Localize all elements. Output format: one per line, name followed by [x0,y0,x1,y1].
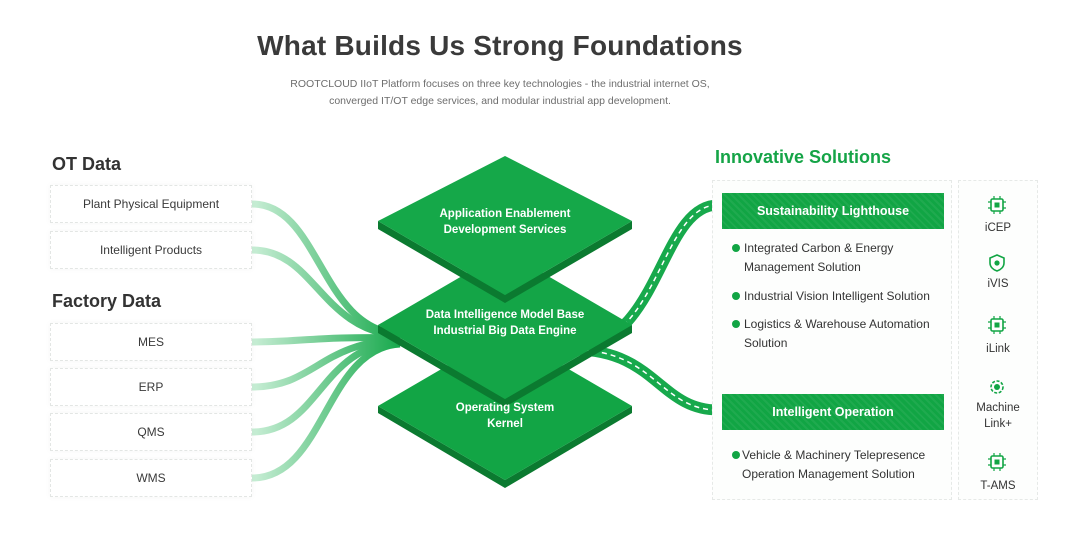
product-label: iVIS [987,278,1009,290]
product-label: iCEP [984,222,1012,234]
solution-group-header: Sustainability Lighthouse [722,193,944,229]
solution-item: Integrated Carbon & Energy Management So… [744,241,894,274]
product-label: T-AMS [980,480,1016,492]
solution-item: Vehicle & Machinery Telepresence Operati… [742,448,926,481]
bullet-icon [732,292,740,300]
flow-line [251,336,401,391]
bullet-icon [732,451,740,459]
flow-line [574,349,719,411]
solution-group-header: Intelligent Operation [722,394,944,430]
subtitle-line-1: ROOTCLOUD IIoT Platform focuses on three… [290,78,710,90]
chip-icon [988,316,1006,334]
page-title: What Builds Us Strong Foundations [257,30,743,61]
products-panel [958,180,1038,500]
layer-middle [378,251,632,399]
factory-item-wms: WMS [50,459,252,497]
layer-bottom-label: Operating System Kernel [455,402,555,430]
flow-line [251,340,401,482]
flow-line [251,334,401,346]
flow-line [251,246,401,340]
solutions-panel [712,180,952,500]
layer-top-label: Application Enablement Development Servi… [439,208,571,236]
shield-icon [989,254,1005,272]
chip-icon [988,196,1006,214]
solution-item: Logistics & Warehouse Automation Solutio… [744,317,930,350]
chip-icon [988,453,1006,471]
layer-middle-label: Data Intelligence Model Base Industrial … [425,309,585,337]
solution-item: Industrial Vision Intelligent Solution [744,289,930,303]
factory-data-heading: Factory Data [52,291,162,311]
factory-item-qms: QMS [50,413,252,451]
factory-item-erp: ERP [50,368,252,406]
gear-icon [990,380,1004,394]
layer-top [378,156,632,295]
flow-line [251,338,401,436]
ot-item-intelligent-products: Intelligent Products [50,231,252,269]
product-label: iLink [986,343,1010,355]
factory-item-mes: MES [50,323,252,361]
bullet-icon [732,320,740,328]
bullet-icon [732,244,740,252]
solutions-heading: Innovative Solutions [715,147,892,167]
ot-data-heading: OT Data [52,154,122,174]
subtitle-line-2: converged IT/OT edge services, and modul… [329,95,671,107]
ot-item-plant-equipment: Plant Physical Equipment [50,185,252,223]
product-label: Machine Link+ [976,402,1020,430]
